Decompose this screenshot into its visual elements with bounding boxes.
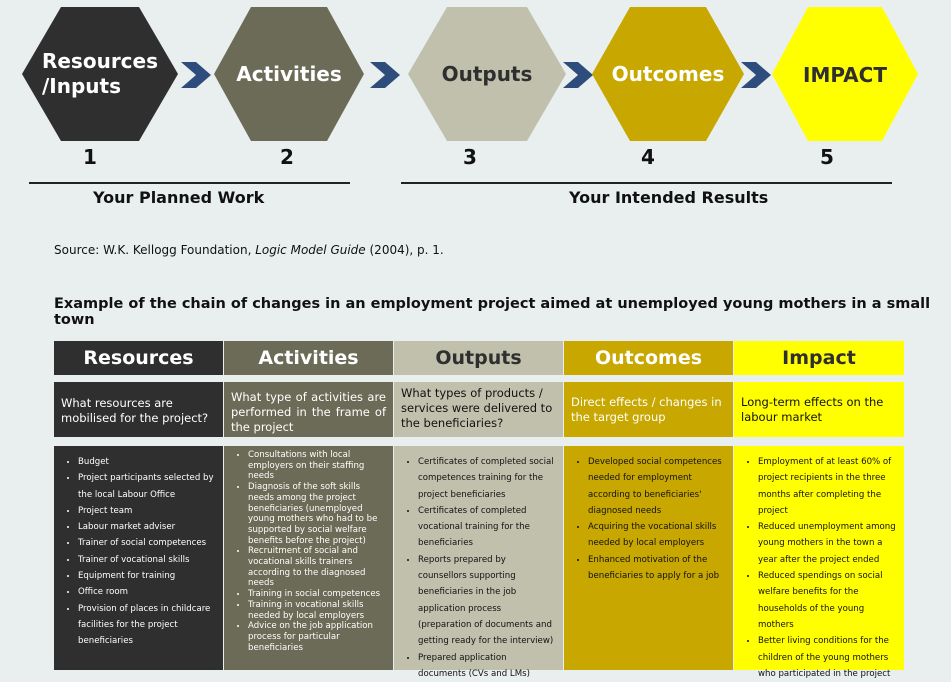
hexagon-shape — [22, 7, 178, 141]
chevron-right-icon — [741, 62, 771, 92]
list-item: Training in social competences — [248, 589, 387, 600]
hex-step-impact: IMPACT — [772, 7, 918, 141]
item-list: Consultations with local employers on th… — [230, 450, 387, 653]
list-item: Certificates of completed social compete… — [418, 454, 557, 503]
list-item: Reduced spendings on social welfare bene… — [758, 568, 898, 633]
hexagon-shape — [592, 7, 744, 141]
item-list: Certificates of completed social compete… — [400, 454, 557, 682]
column-body: Consultations with local employers on th… — [224, 446, 393, 670]
hex-label-line: Activities — [236, 61, 342, 86]
column-body: Developed social competences needed for … — [564, 446, 733, 670]
list-item: Provision of places in childcare facilit… — [78, 601, 217, 650]
planned-work-label: Your Planned Work — [93, 188, 265, 207]
chevron-right-icon — [181, 62, 211, 92]
hex-label-outcomes: Outcomes — [592, 7, 744, 141]
chevron-right-icon — [563, 62, 593, 92]
list-item: Better living conditions for the childre… — [758, 633, 898, 682]
hexagon-shape — [408, 7, 566, 141]
list-item: Acquiring the vocational skills needed b… — [588, 519, 727, 552]
source-prefix: Source: W.K. Kellogg Foundation, — [54, 243, 256, 257]
list-item: Enhanced motivation of the beneficiaries… — [588, 552, 727, 585]
hexagon-shape — [772, 7, 918, 141]
intended-results-divider — [401, 182, 892, 184]
chevron-shape — [370, 62, 400, 88]
column-header: Outcomes — [564, 341, 733, 375]
column-body: Budget Project participants selected by … — [54, 446, 223, 670]
chevron-right-icon — [370, 62, 400, 92]
item-list: Employment of at least 60% of project re… — [740, 454, 898, 682]
column-question: Direct effects / changes in the target g… — [564, 382, 733, 437]
hex-step-outputs: Outputs — [408, 7, 566, 141]
hex-label-line: IMPACT — [803, 63, 887, 87]
list-item: Labour market adviser — [78, 519, 217, 535]
list-item: Certificates of completed vocational tra… — [418, 503, 557, 552]
hex-step-outcomes: Outcomes — [592, 7, 744, 141]
intended-results-label: Your Intended Results — [569, 188, 769, 207]
column-outcomes: Outcomes Direct effects / changes in the… — [564, 341, 733, 670]
list-item: Advice on the job application process fo… — [248, 621, 387, 653]
source-title: Logic Model Guide — [255, 243, 366, 257]
column-body: Employment of at least 60% of project re… — [734, 446, 904, 679]
item-list: Budget Project participants selected by … — [60, 454, 217, 650]
hex-label-resources: Resources /Inputs — [22, 7, 178, 141]
list-item: Consultations with local employers on th… — [248, 450, 387, 482]
column-activities: Activities What type of activities are p… — [224, 341, 393, 670]
list-item: Trainer of vocational skills — [78, 552, 217, 568]
column-header: Activities — [224, 341, 393, 375]
column-body: Certificates of completed social compete… — [394, 446, 563, 679]
planned-work-divider — [29, 182, 350, 184]
hex-label-line: Outcomes — [611, 61, 725, 86]
list-item: Training in vocational skills needed by … — [248, 600, 387, 621]
hex-step-resources: Resources /Inputs — [22, 7, 178, 141]
chevron-shape — [563, 62, 593, 88]
column-question: What types of products / services were d… — [394, 382, 563, 437]
source-suffix: (2004), p. 1. — [365, 243, 444, 257]
hex-label-outputs: Outputs — [408, 7, 566, 141]
item-list: Developed social competences needed for … — [570, 454, 727, 584]
column-question: Long-term effects on the labour market — [734, 382, 904, 437]
list-item: Budget — [78, 454, 217, 470]
source-citation: Source: W.K. Kellogg Foundation, Logic M… — [54, 243, 444, 257]
hex-label-line: /Inputs — [41, 74, 121, 98]
hex-label-activities: Activities — [214, 7, 364, 141]
column-resources: Resources What resources are mobilised f… — [54, 341, 223, 670]
column-header: Resources — [54, 341, 223, 375]
list-item: Office room — [78, 584, 217, 600]
step-number-2: 2 — [280, 145, 294, 169]
list-item: Project team — [78, 503, 217, 519]
column-question: What type of activities are performed in… — [224, 382, 393, 437]
hex-step-activities: Activities — [214, 7, 364, 141]
hex-label-line: Outputs — [441, 61, 533, 86]
list-item: Diagnosis of the soft skills needs among… — [248, 482, 387, 546]
list-item: Project participants selected by the loc… — [78, 470, 217, 503]
column-question: What resources are mobilised for the pro… — [54, 382, 223, 437]
list-item: Reduced unemployment among young mothers… — [758, 519, 898, 568]
example-title: Example of the chain of changes in an em… — [54, 296, 931, 328]
chain-of-changes-table: Resources What resources are mobilised f… — [54, 341, 904, 679]
chevron-shape — [741, 62, 771, 88]
column-header: Impact — [734, 341, 904, 375]
hex-label-impact: IMPACT — [772, 7, 918, 141]
list-item: Employment of at least 60% of project re… — [758, 454, 898, 519]
chevron-shape — [181, 62, 211, 88]
step-number-5: 5 — [820, 145, 834, 169]
list-item: Equipment for training — [78, 568, 217, 584]
column-outputs: Outputs What types of products / service… — [394, 341, 563, 679]
list-item: Developed social competences needed for … — [588, 454, 727, 519]
step-number-3: 3 — [463, 145, 477, 169]
step-number-1: 1 — [83, 145, 97, 169]
step-number-4: 4 — [641, 145, 655, 169]
column-header: Outputs — [394, 341, 563, 375]
list-item: Recruitment of social and vocational ski… — [248, 546, 387, 589]
column-impact: Impact Long-term effects on the labour m… — [734, 341, 904, 679]
hexagon-shape — [214, 7, 364, 141]
list-item: Prepared application documents (CVs and … — [418, 650, 557, 682]
list-item: Reports prepared by counsellors supporti… — [418, 552, 557, 650]
list-item: Trainer of social competences — [78, 535, 217, 551]
hex-label-line: Resources — [41, 49, 159, 73]
logic-model-chain: Resources /Inputs Activities Outputs — [0, 0, 951, 145]
